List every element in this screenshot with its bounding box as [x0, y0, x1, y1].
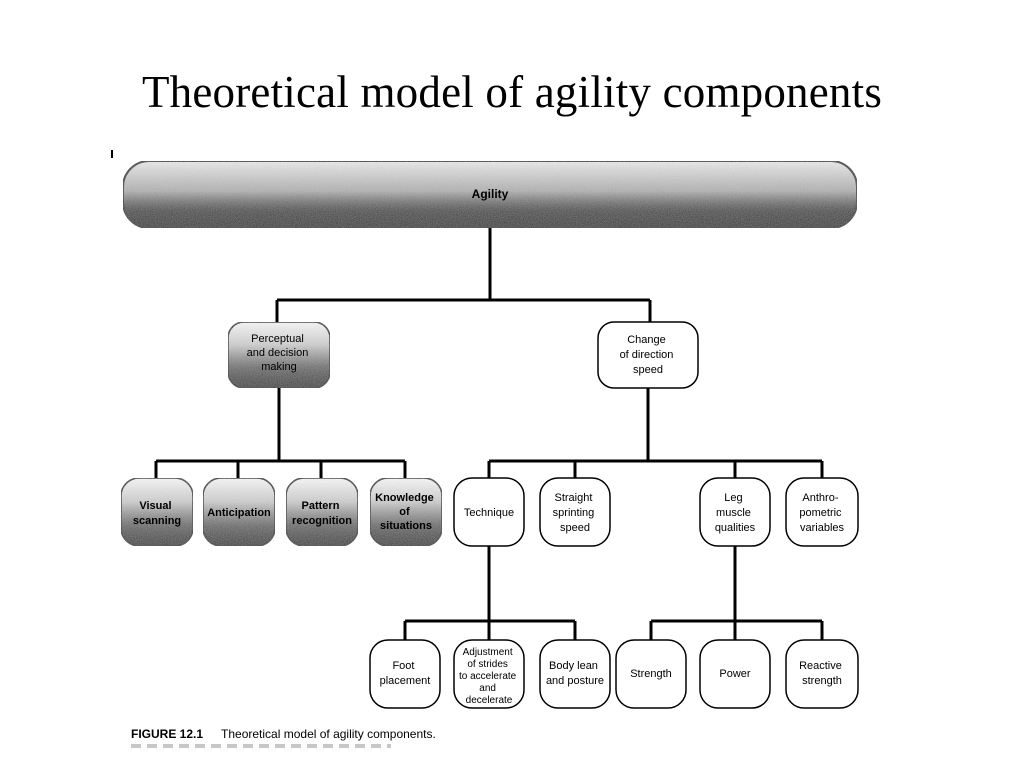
stray-tick-mark	[111, 150, 113, 158]
knowledge-of-situations-label: Knowledge of situations	[375, 492, 437, 532]
leg-muscle-qualities-label: Leg muscle qualities	[715, 492, 756, 534]
node-change-of-direction: Change of direction speed	[597, 321, 699, 389]
node-strength: Strength	[615, 639, 687, 709]
node-straight-sprinting-speed: Straight sprinting speed	[539, 477, 611, 547]
connector-lines	[154, 228, 824, 640]
figure-caption-text: Theoretical model of agility components.	[221, 727, 436, 741]
node-foot-placement: Foot placement	[369, 639, 441, 709]
power-label: Power	[719, 668, 751, 680]
node-anticipation: Anticipation	[202, 477, 276, 547]
node-anthropometric-variables: Anthro- pometric variables	[785, 477, 859, 547]
node-technique: Technique	[453, 477, 525, 547]
reactive-strength-label: Reactive strength	[799, 660, 845, 687]
node-leg-muscle-qualities: Leg muscle qualities	[699, 477, 771, 547]
perceptual-label: Perceptual and decision making	[247, 333, 312, 373]
anthropometric-variables-label: Anthro- pometric variables	[799, 492, 844, 534]
node-power: Power	[699, 639, 771, 709]
strength-label: Strength	[630, 668, 672, 680]
node-visual-scanning: Visual scanning	[120, 477, 194, 547]
node-pattern-recognition: Pattern recognition	[285, 477, 359, 547]
node-agility: Agility	[122, 160, 858, 229]
adjustment-of-strides-label: Adjustment of strides to accelerate and …	[459, 647, 519, 706]
node-reactive-strength: Reactive strength	[785, 639, 859, 709]
slide-title: Theoretical model of agility components	[141, 67, 883, 117]
straight-sprinting-speed-label: Straight sprinting speed	[553, 492, 598, 534]
technique-label: Technique	[464, 507, 514, 519]
foot-placement-label: Foot placement	[380, 660, 431, 687]
figure-number: FIGURE 12.1	[131, 727, 204, 741]
anticipation-label: Anticipation	[207, 507, 271, 519]
caption-ghost-text	[131, 744, 391, 748]
node-perceptual: Perceptual and decision making	[227, 321, 331, 389]
body-lean-and-posture-label: Body lean and posture	[546, 660, 604, 687]
agility-label: Agility	[472, 187, 509, 201]
pattern-recognition-label: Pattern recognition	[292, 500, 352, 527]
node-body-lean-and-posture: Body lean and posture	[539, 639, 611, 709]
figure-caption: FIGURE 12.1 Theoretical model of agility …	[131, 727, 436, 741]
node-knowledge-of-situations: Knowledge of situations	[369, 477, 443, 547]
node-adjustment-of-strides: Adjustment of strides to accelerate and …	[453, 639, 525, 709]
visual-scanning-label: Visual scanning	[133, 500, 181, 527]
change-of-direction-label: Change of direction speed	[620, 334, 677, 376]
